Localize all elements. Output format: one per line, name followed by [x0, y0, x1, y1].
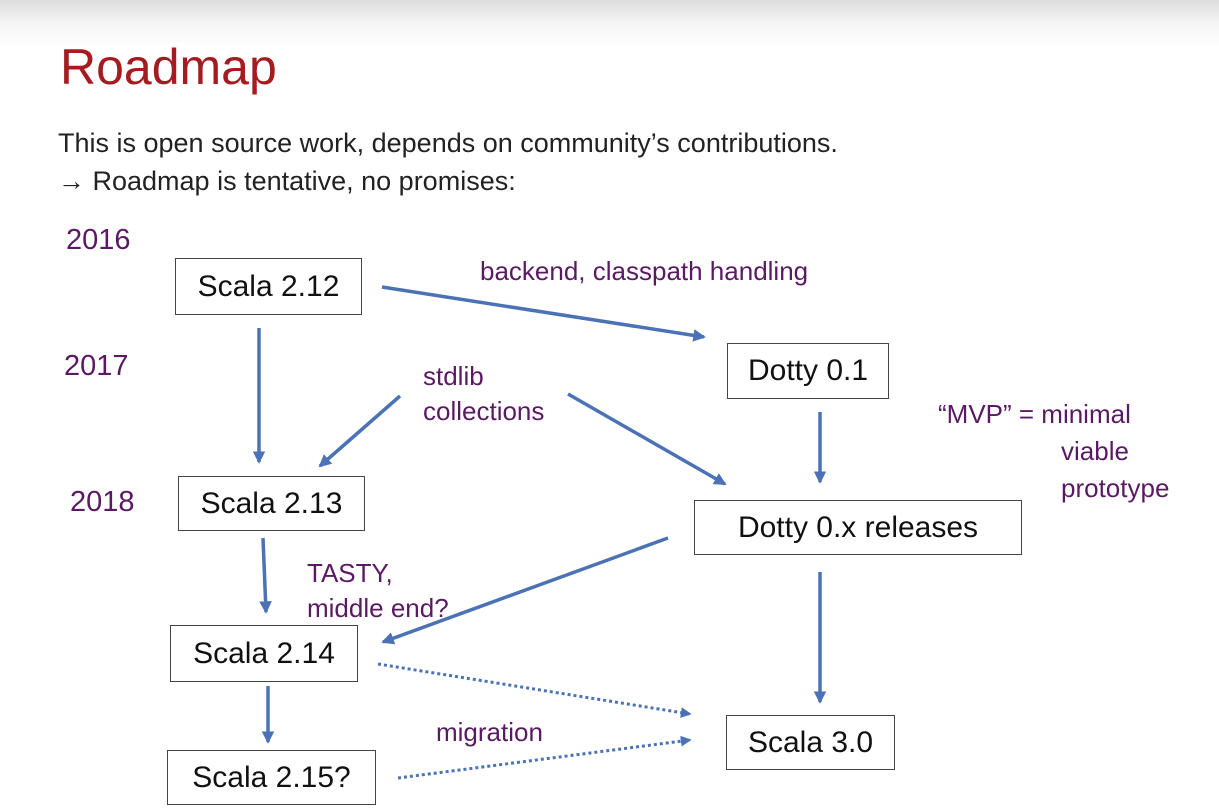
arrow-212-to-dotty01: [381, 285, 706, 342]
label-stdlib: stdlib: [423, 361, 484, 391]
arrow-dotty0x-to-214: [381, 536, 669, 645]
arrow-stdlib-to-213: [318, 394, 402, 468]
label-prototype: prototype: [1061, 473, 1170, 503]
node-scala-3-0: Scala 3.0: [726, 715, 895, 770]
node-dotty-0-1: Dotty 0.1: [727, 343, 889, 399]
arrow-213-to-214: [259, 537, 272, 614]
dotted-arrow-215-to-30: [397, 735, 692, 780]
node-scala-2-14: Scala 2.14: [170, 625, 358, 682]
label-collections: collections: [423, 396, 545, 426]
node-scala-2-15: Scala 2.15?: [167, 750, 376, 805]
slide-title: Roadmap: [60, 39, 277, 95]
year-2016: 2016: [66, 224, 131, 256]
node-dotty-0x-releases: Dotty 0.x releases: [694, 500, 1022, 555]
label-tasty: TASTY,: [307, 558, 393, 588]
year-2018: 2018: [70, 486, 135, 518]
label-viable: viable: [1061, 436, 1129, 466]
label-migration: migration: [436, 717, 543, 747]
intro-line-1: This is open source work, depends on com…: [58, 128, 838, 158]
node-scala-2-13: Scala 2.13: [178, 476, 365, 531]
node-scala-2-12: Scala 2.12: [175, 258, 362, 315]
year-2017: 2017: [64, 350, 129, 382]
label-middle-end: middle end?: [307, 593, 449, 623]
arrow-collections-to-dotty0x: [567, 392, 727, 486]
label-backend: backend, classpath handling: [480, 256, 809, 286]
label-mvp: “MVP” = minimal: [938, 399, 1131, 429]
dotted-arrow-214-to-30: [377, 662, 692, 718]
intro-line-2: → Roadmap is tentative, no promises:: [58, 166, 516, 196]
